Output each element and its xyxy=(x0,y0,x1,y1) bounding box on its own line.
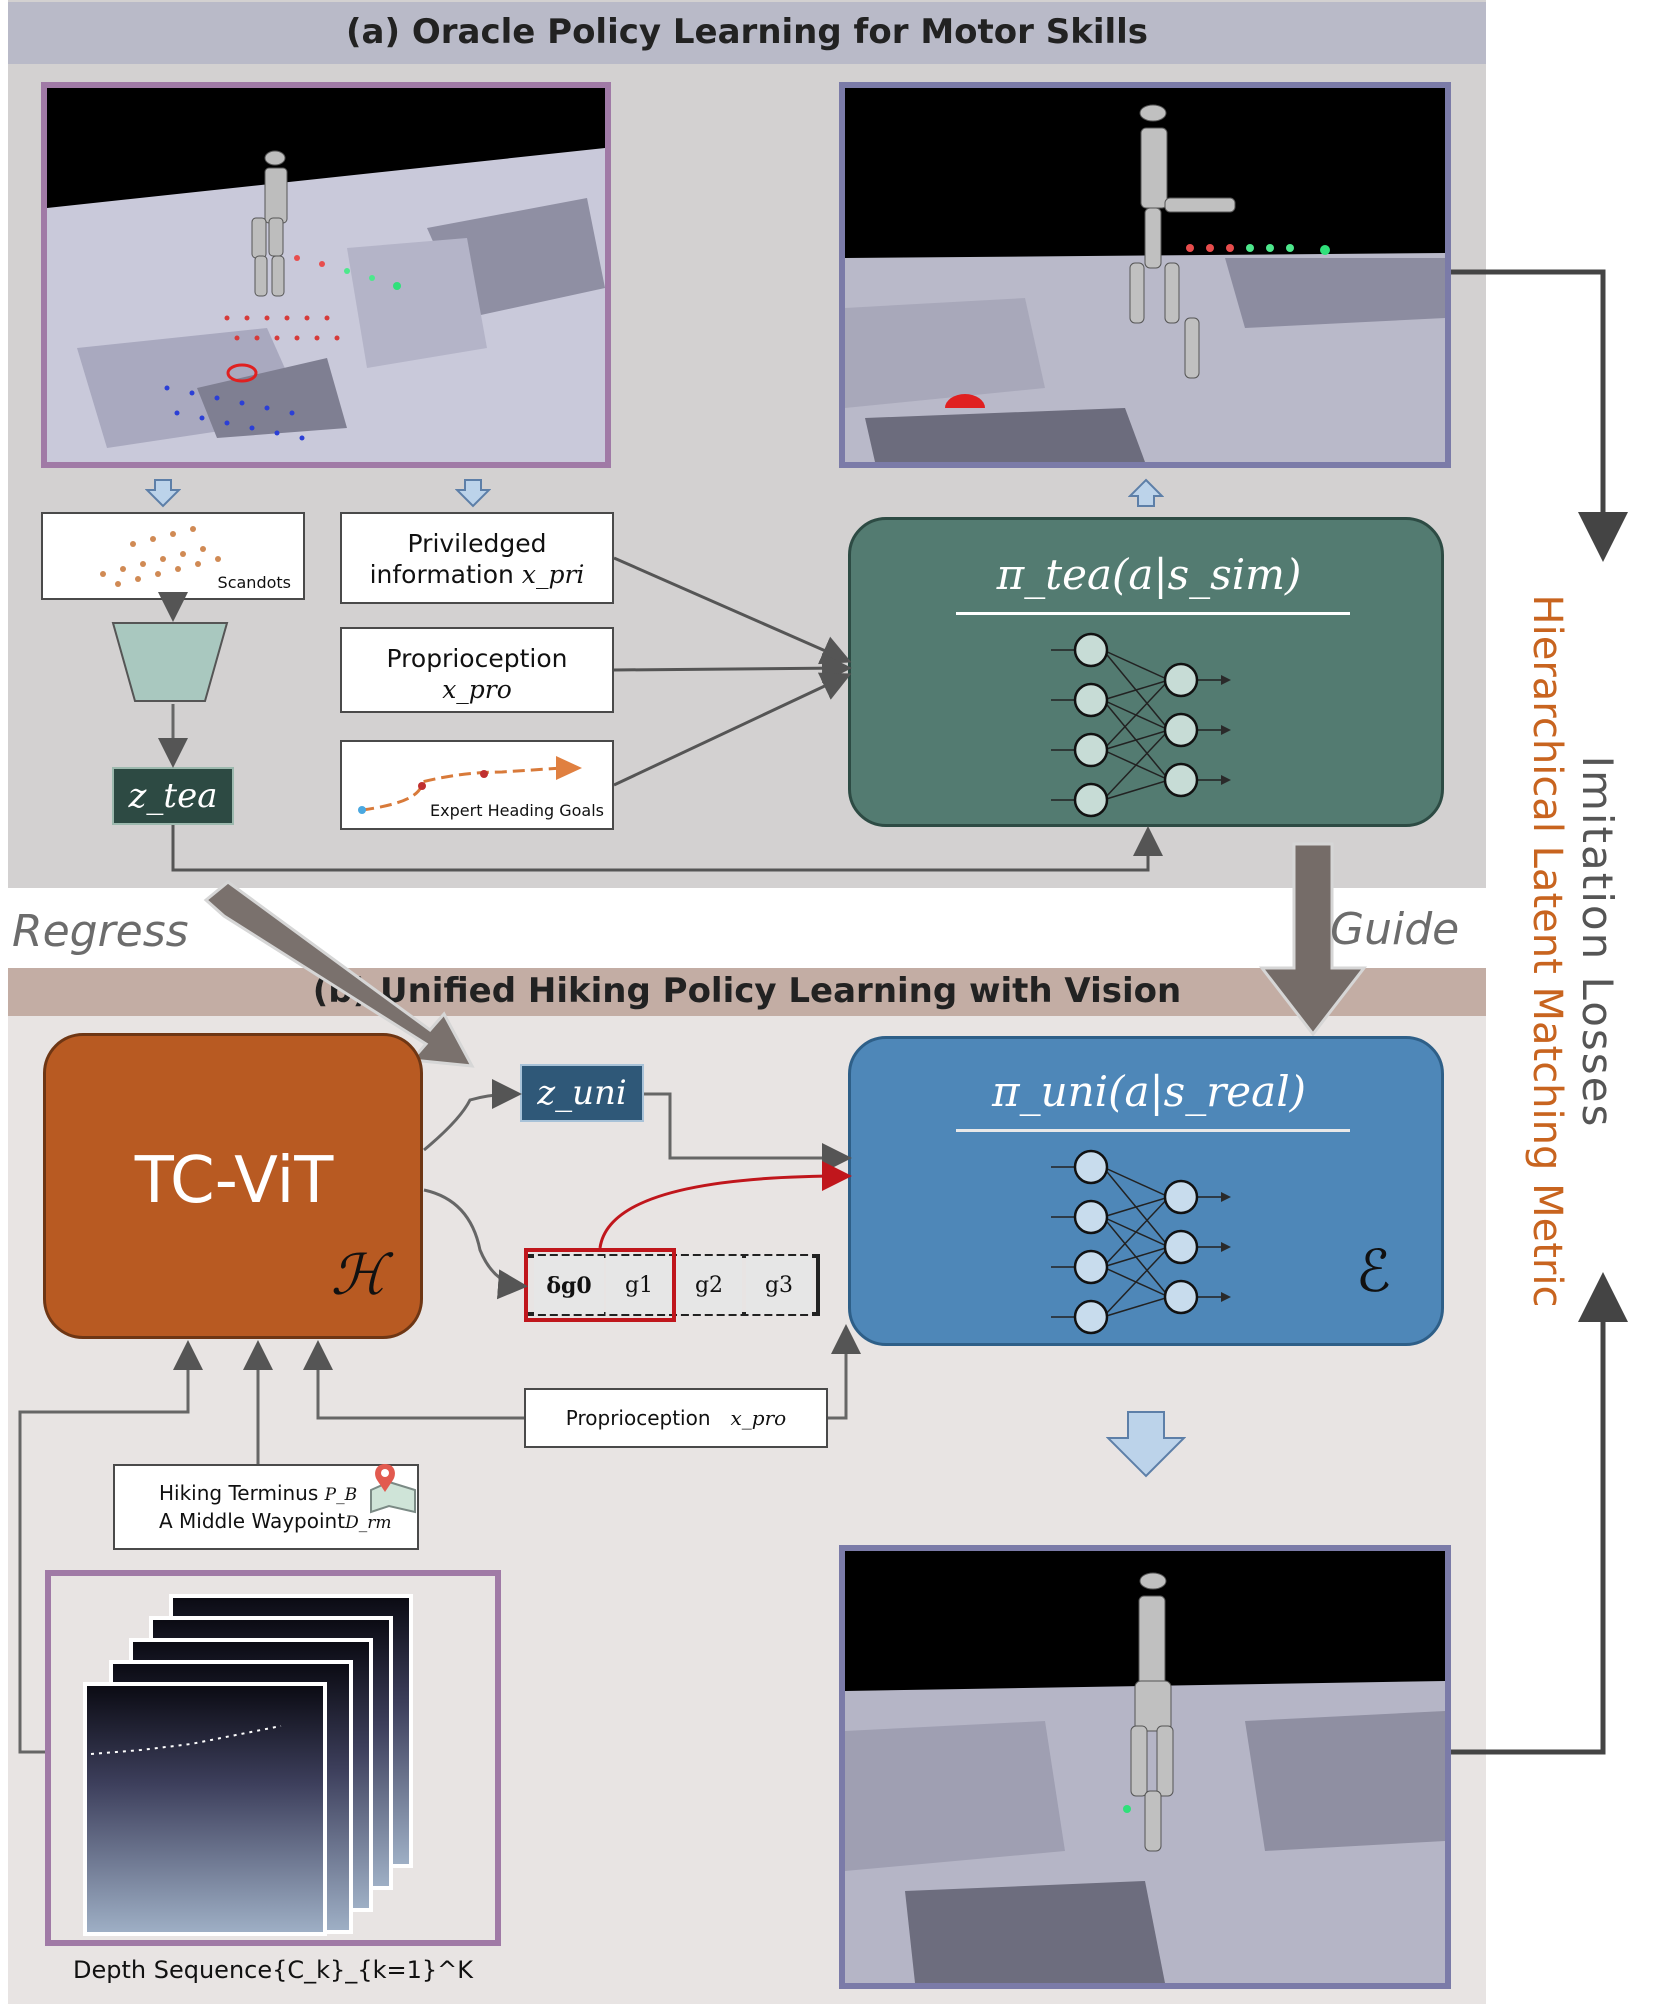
privileged-symbol: x_pri xyxy=(521,560,585,589)
goal-cell-g1: g1 xyxy=(606,1256,672,1314)
unified-network-icon xyxy=(1051,1149,1231,1335)
heading-goals-thumbnail xyxy=(358,756,582,814)
z-uni-label: z_uni xyxy=(537,1073,627,1113)
proprioception-b-label: Proprioception xyxy=(565,1406,711,1430)
teacher-policy-title: π_tea(a|s_sim) xyxy=(996,550,1302,599)
heading-goals-label: Expert Heading Goals xyxy=(430,801,604,820)
privileged-line1: Priviledged xyxy=(407,529,547,558)
scandot-grid xyxy=(224,315,340,341)
arrow-down-privileged xyxy=(455,479,491,508)
arrow-up-teacher xyxy=(1128,478,1164,507)
guide-label: Guide xyxy=(1330,904,1460,955)
proprioception-box-b: Proprioception x_pro xyxy=(524,1388,828,1448)
regress-label: Regress xyxy=(12,906,189,957)
scandots-box: Scandots xyxy=(41,512,305,600)
proprioception-box-a: Proprioception x_pro xyxy=(340,627,614,713)
sim-frame-teacher-scandots xyxy=(41,82,611,468)
map-pin-icon xyxy=(370,1464,416,1514)
proprioception-b-symbol: x_pro xyxy=(730,1406,787,1430)
depth-sequence-caption: Depth Sequence{C_k}_{k=1}^K xyxy=(73,1956,473,1984)
robot-figure xyxy=(1129,104,1236,379)
depth-image-stack xyxy=(83,1594,413,1936)
waypoint-dots xyxy=(1186,244,1330,255)
waypoint-dots xyxy=(294,255,401,290)
teacher-policy-box: π_tea(a|s_sim) xyxy=(848,517,1444,827)
imitation-losses-label: Imitation Losses xyxy=(1573,755,1622,1129)
unified-policy-title: π_uni(a|s_real) xyxy=(991,1067,1307,1116)
regress-arrow xyxy=(203,880,475,1068)
arrow-down-unified xyxy=(1106,1411,1186,1478)
unified-policy-box: π_uni(a|s_real) ℰ xyxy=(848,1036,1444,1346)
hiking-terminus-box: Hiking Terminus P_B A Middle WaypointD_r… xyxy=(113,1464,419,1550)
sim-frame-unified-rollout xyxy=(839,1545,1451,1989)
scandots-thumbnail xyxy=(100,526,221,587)
sim-render-3 xyxy=(845,1551,1445,1983)
z-uni-latent: z_uni xyxy=(520,1064,644,1122)
proprioception-a-label: Proprioception xyxy=(386,644,568,673)
heading-goals-box: Expert Heading Goals xyxy=(340,740,614,830)
arrow-down-scandots xyxy=(145,479,181,508)
terminus-symbol1: P_B xyxy=(324,1485,358,1505)
teacher-title-underline xyxy=(956,612,1350,615)
section-b-title: (b) Unified Hiking Policy Learning with … xyxy=(8,968,1486,1016)
terminus-line2: A Middle Waypoint xyxy=(159,1509,346,1533)
z-tea-label: z_tea xyxy=(128,776,218,816)
tcvit-symbol: ℋ xyxy=(330,1243,386,1308)
robot-figure xyxy=(251,150,288,297)
goal-cell-g3: g3 xyxy=(746,1256,812,1314)
sim-render-2 xyxy=(845,88,1445,462)
goal-cell-g2: g2 xyxy=(676,1256,742,1314)
tcvit-label: TC-ViT xyxy=(134,1144,334,1218)
section-b-connectors xyxy=(18,1079,1628,1755)
terminus-line1: Hiking Terminus xyxy=(159,1481,319,1505)
latent-matching-metric-label: Hierarchical Latent Matching Metric xyxy=(1524,594,1570,1308)
section-a-connectors xyxy=(158,269,1628,872)
unified-title-underline xyxy=(956,1129,1350,1132)
scandot-encoder-trapezoid xyxy=(111,622,229,702)
robot-figure xyxy=(1130,1572,1174,1852)
privileged-line2: information xyxy=(369,560,514,589)
sim-render-1 xyxy=(47,88,605,462)
scandots-label: Scandots xyxy=(217,573,291,592)
teacher-network-icon xyxy=(1051,632,1231,818)
tcvit-encoder-box: TC-ViT ℋ xyxy=(43,1033,423,1339)
depth-sequence-frame xyxy=(45,1570,501,1946)
unified-policy-symbol: ℰ xyxy=(1355,1237,1391,1305)
privileged-info-box: Priviledged information x_pri xyxy=(340,512,614,604)
section-a-title: (a) Oracle Policy Learning for Motor Ski… xyxy=(8,2,1486,64)
goal-cell-delta: δg0 xyxy=(534,1256,604,1314)
goal-sequence: δg0 g1 g2 g3 xyxy=(524,1248,820,1322)
sim-frame-teacher-rollout xyxy=(839,82,1451,468)
z-tea-latent: z_tea xyxy=(112,767,234,825)
proprioception-a-symbol: x_pro xyxy=(442,675,512,704)
terminus-symbol2: D_rm xyxy=(345,1513,392,1533)
guide-arrow xyxy=(1258,842,1368,1037)
